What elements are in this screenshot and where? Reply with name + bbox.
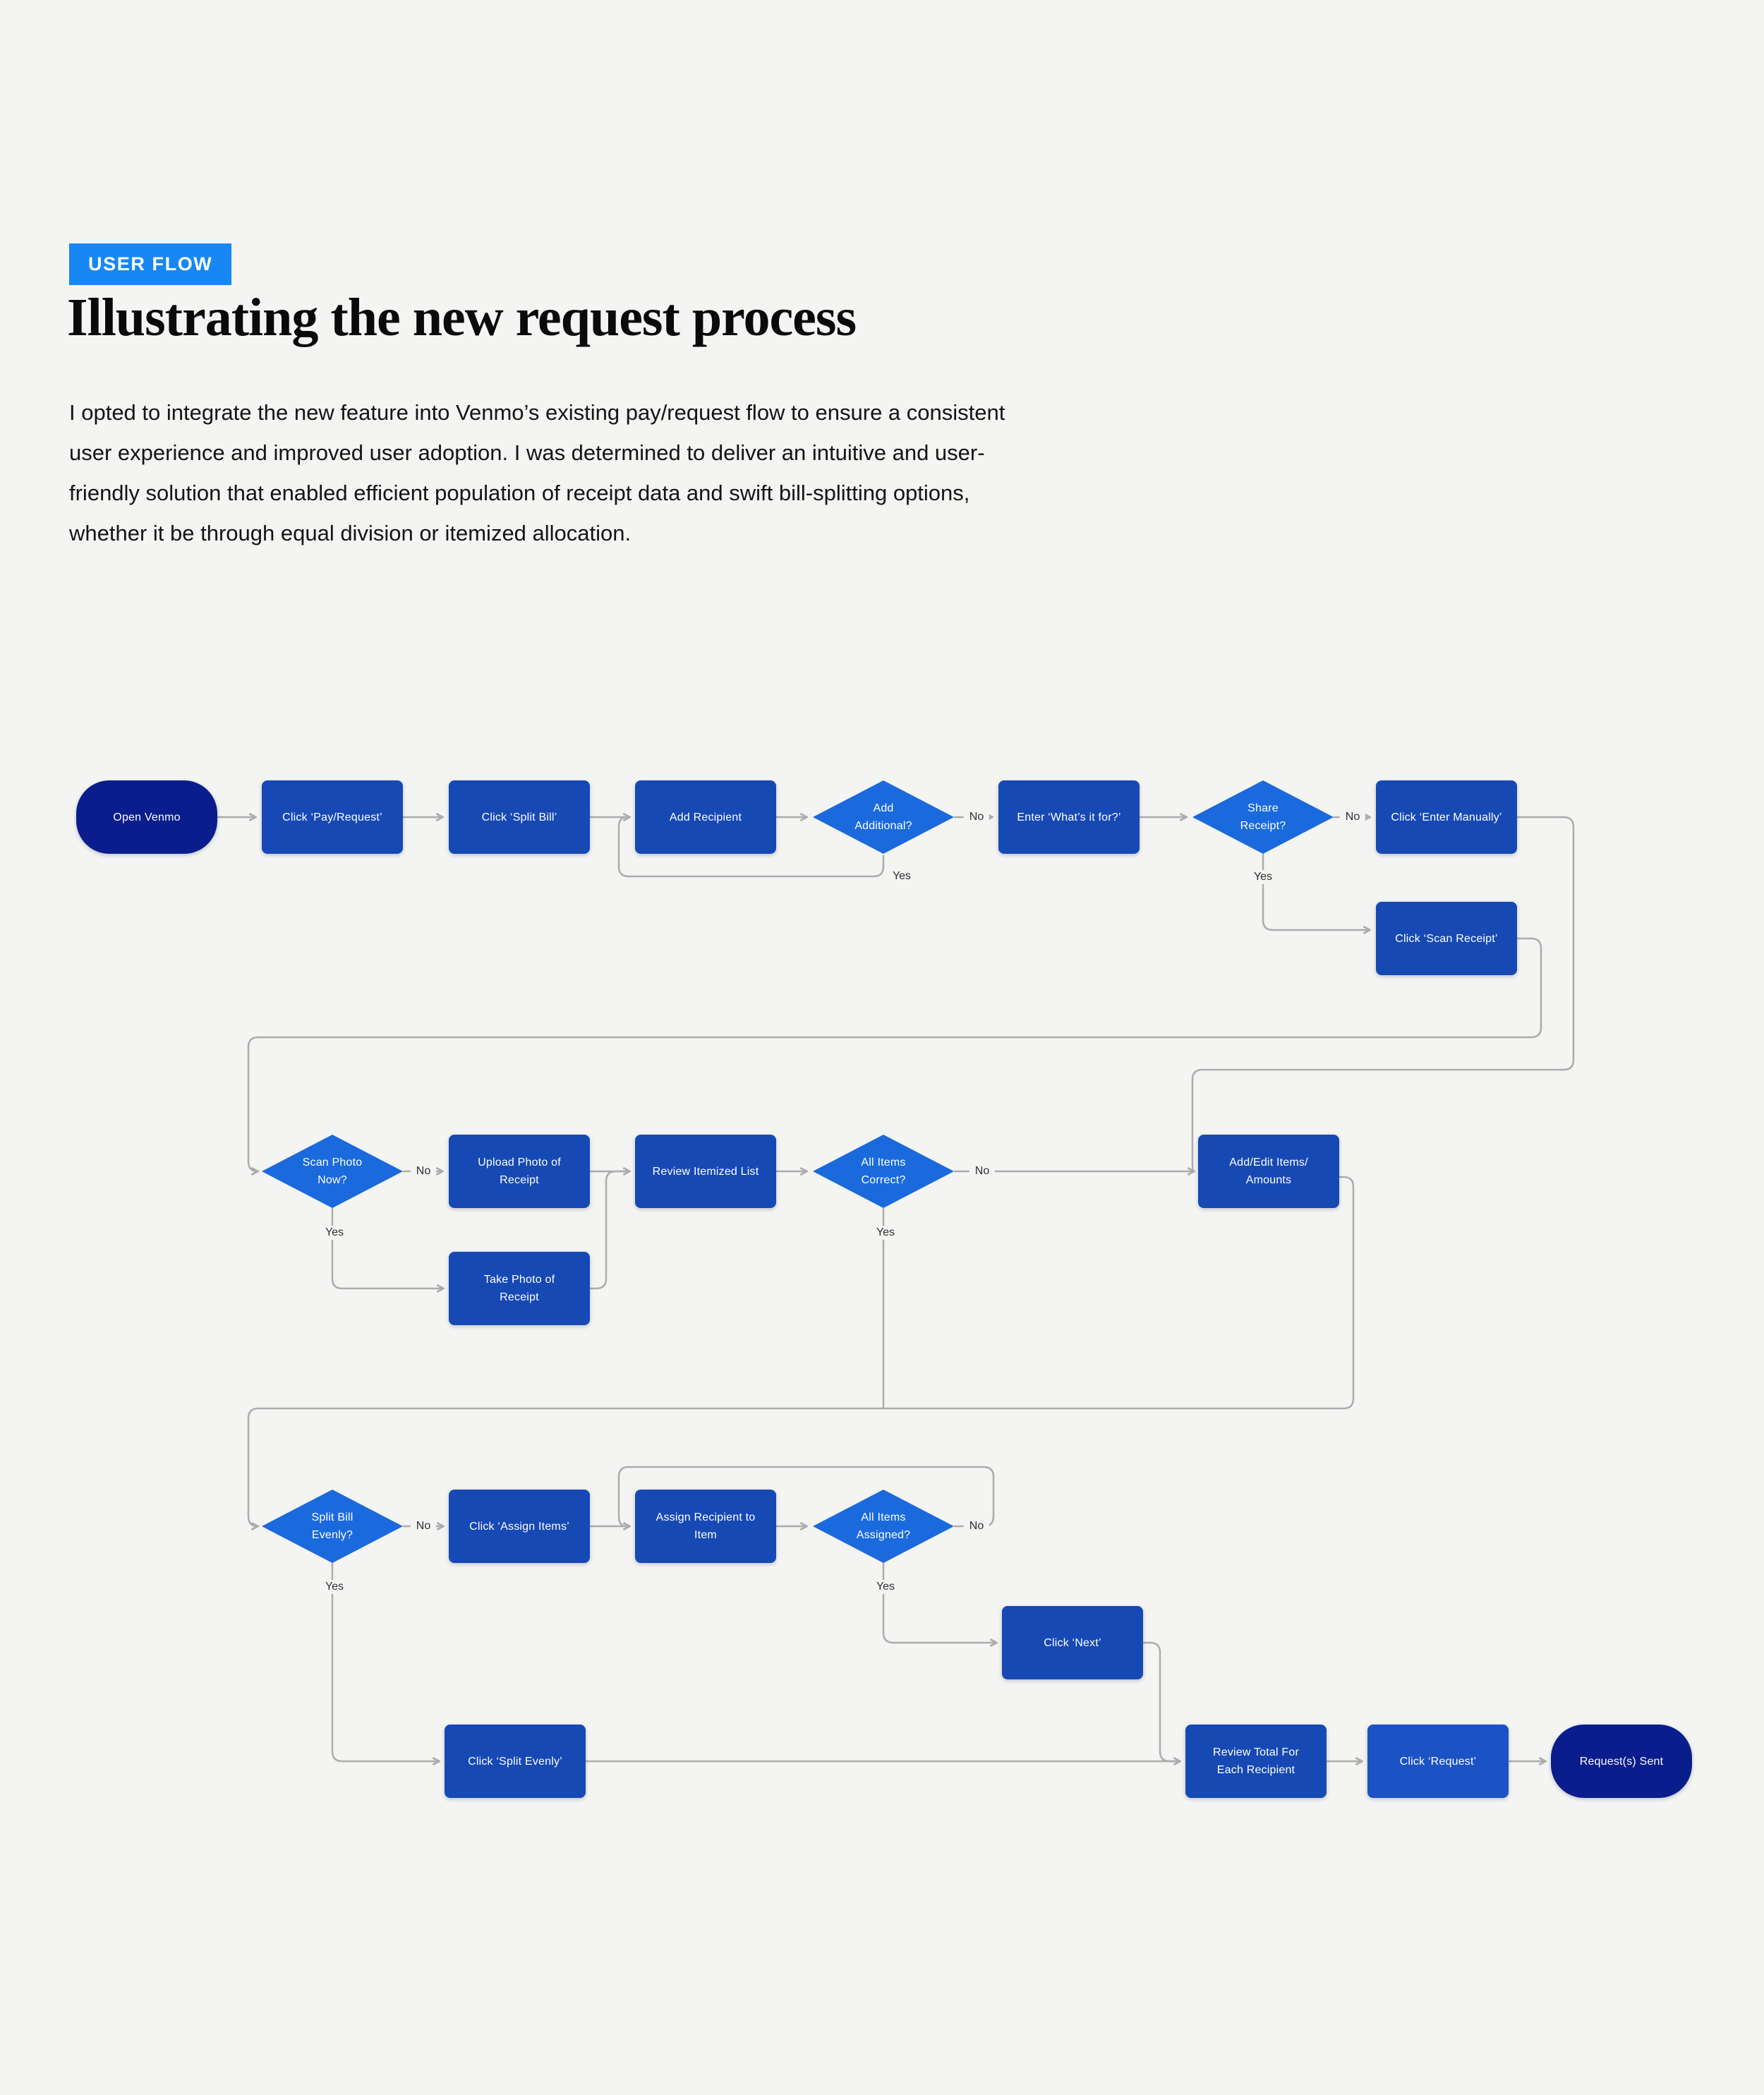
node-label: All Items Correct? [861, 1157, 906, 1186]
node-label: Add Additional? [854, 802, 912, 832]
node-label: Click ‘Pay/Request’ [282, 811, 382, 823]
node-label: Share Receipt? [1240, 802, 1286, 832]
node-label: Click ‘Split Bill’ [481, 811, 557, 823]
node-label: Take Photo of Receipt [483, 1274, 555, 1303]
node-label: Scan Photo Now? [302, 1157, 363, 1186]
section-badge: USER FLOW [69, 243, 232, 285]
node-label: Review Total For Each Recipient [1212, 1746, 1300, 1776]
node-review-itemized-list: Review Itemized List [635, 1135, 776, 1208]
node-take-photo-of-receipt: Take Photo of Receipt [449, 1252, 590, 1325]
node-label: Review Itemized List [652, 1165, 759, 1178]
node-click-request: Click ‘Request’ [1367, 1725, 1509, 1798]
node-label: Open Venmo [113, 811, 181, 823]
node-label: Click ‘Split Evenly’ [468, 1755, 562, 1768]
node-label: Click ‘Enter Manually’ [1391, 811, 1502, 823]
node-label: Click ‘Next’ [1044, 1636, 1101, 1649]
node-enter-whats-it-for: Enter ‘What’s it for?’ [998, 780, 1140, 854]
node-click-split-bill: Click ‘Split Bill’ [449, 780, 590, 854]
node-label: Click ‘Assign Items’ [469, 1520, 569, 1533]
node-requests-sent: Request(s) Sent [1551, 1725, 1692, 1798]
edge-label-all-items-assigned-yes: Yes [870, 1580, 901, 1594]
intro-paragraph: I opted to integrate the new feature int… [69, 400, 1005, 545]
node-label: Enter ‘What’s it for?’ [1017, 811, 1121, 823]
node-label: Click ‘Request’ [1399, 1755, 1477, 1768]
edge-label-split-bill-evenly-no: No [410, 1519, 437, 1533]
edge-label-all-items-assigned-no: No [963, 1519, 990, 1533]
edge-label-share-receipt-no: No [1339, 810, 1366, 824]
node-label: Upload Photo of Receipt [478, 1157, 561, 1186]
node-click-enter-manually: Click ‘Enter Manually’ [1376, 780, 1517, 854]
page-title: Illustrating the new request process [67, 288, 857, 347]
node-click-assign-items: Click ‘Assign Items’ [449, 1490, 590, 1563]
node-click-split-evenly: Click ‘Split Evenly’ [445, 1725, 586, 1798]
node-label: Split Bill Evenly? [311, 1511, 354, 1541]
edge-label-split-bill-evenly-yes: Yes [319, 1580, 350, 1594]
node-assign-recipient-to-item: Assign Recipient to Item [635, 1490, 776, 1563]
edge-label-add-additional-yes: Yes [886, 869, 917, 883]
edge-label-scan-photo-no: No [410, 1164, 437, 1178]
edge-label-scan-photo-yes: Yes [319, 1226, 350, 1240]
node-add-edit-items-amounts: Add/Edit Items/ Amounts [1198, 1135, 1339, 1208]
node-label: All Items Assigned? [856, 1511, 911, 1541]
node-label: Add/Edit Items/ Amounts [1229, 1157, 1308, 1186]
edge-label-share-receipt-yes: Yes [1248, 870, 1279, 884]
node-review-total: Review Total For Each Recipient [1185, 1725, 1327, 1798]
node-label: Assign Recipient to Item [656, 1511, 756, 1541]
edge-label-all-items-correct-no: No [969, 1164, 996, 1178]
edge-label-add-additional-no: No [963, 810, 990, 824]
node-click-scan-receipt: Click ‘Scan Receipt’ [1376, 902, 1517, 975]
node-label: Request(s) Sent [1579, 1755, 1664, 1768]
node-open-venmo: Open Venmo [76, 780, 217, 854]
node-label: Click ‘Scan Receipt’ [1395, 932, 1498, 945]
node-click-next: Click ‘Next’ [1002, 1606, 1143, 1679]
node-label: Add Recipient [669, 811, 742, 823]
edge-label-all-items-correct-yes: Yes [870, 1226, 901, 1240]
node-upload-photo-of-receipt: Upload Photo of Receipt [449, 1135, 590, 1208]
connector-paths [217, 817, 1575, 1761]
node-add-recipient: Add Recipient [635, 780, 776, 854]
node-click-pay-request: Click ‘Pay/Request’ [262, 780, 403, 854]
